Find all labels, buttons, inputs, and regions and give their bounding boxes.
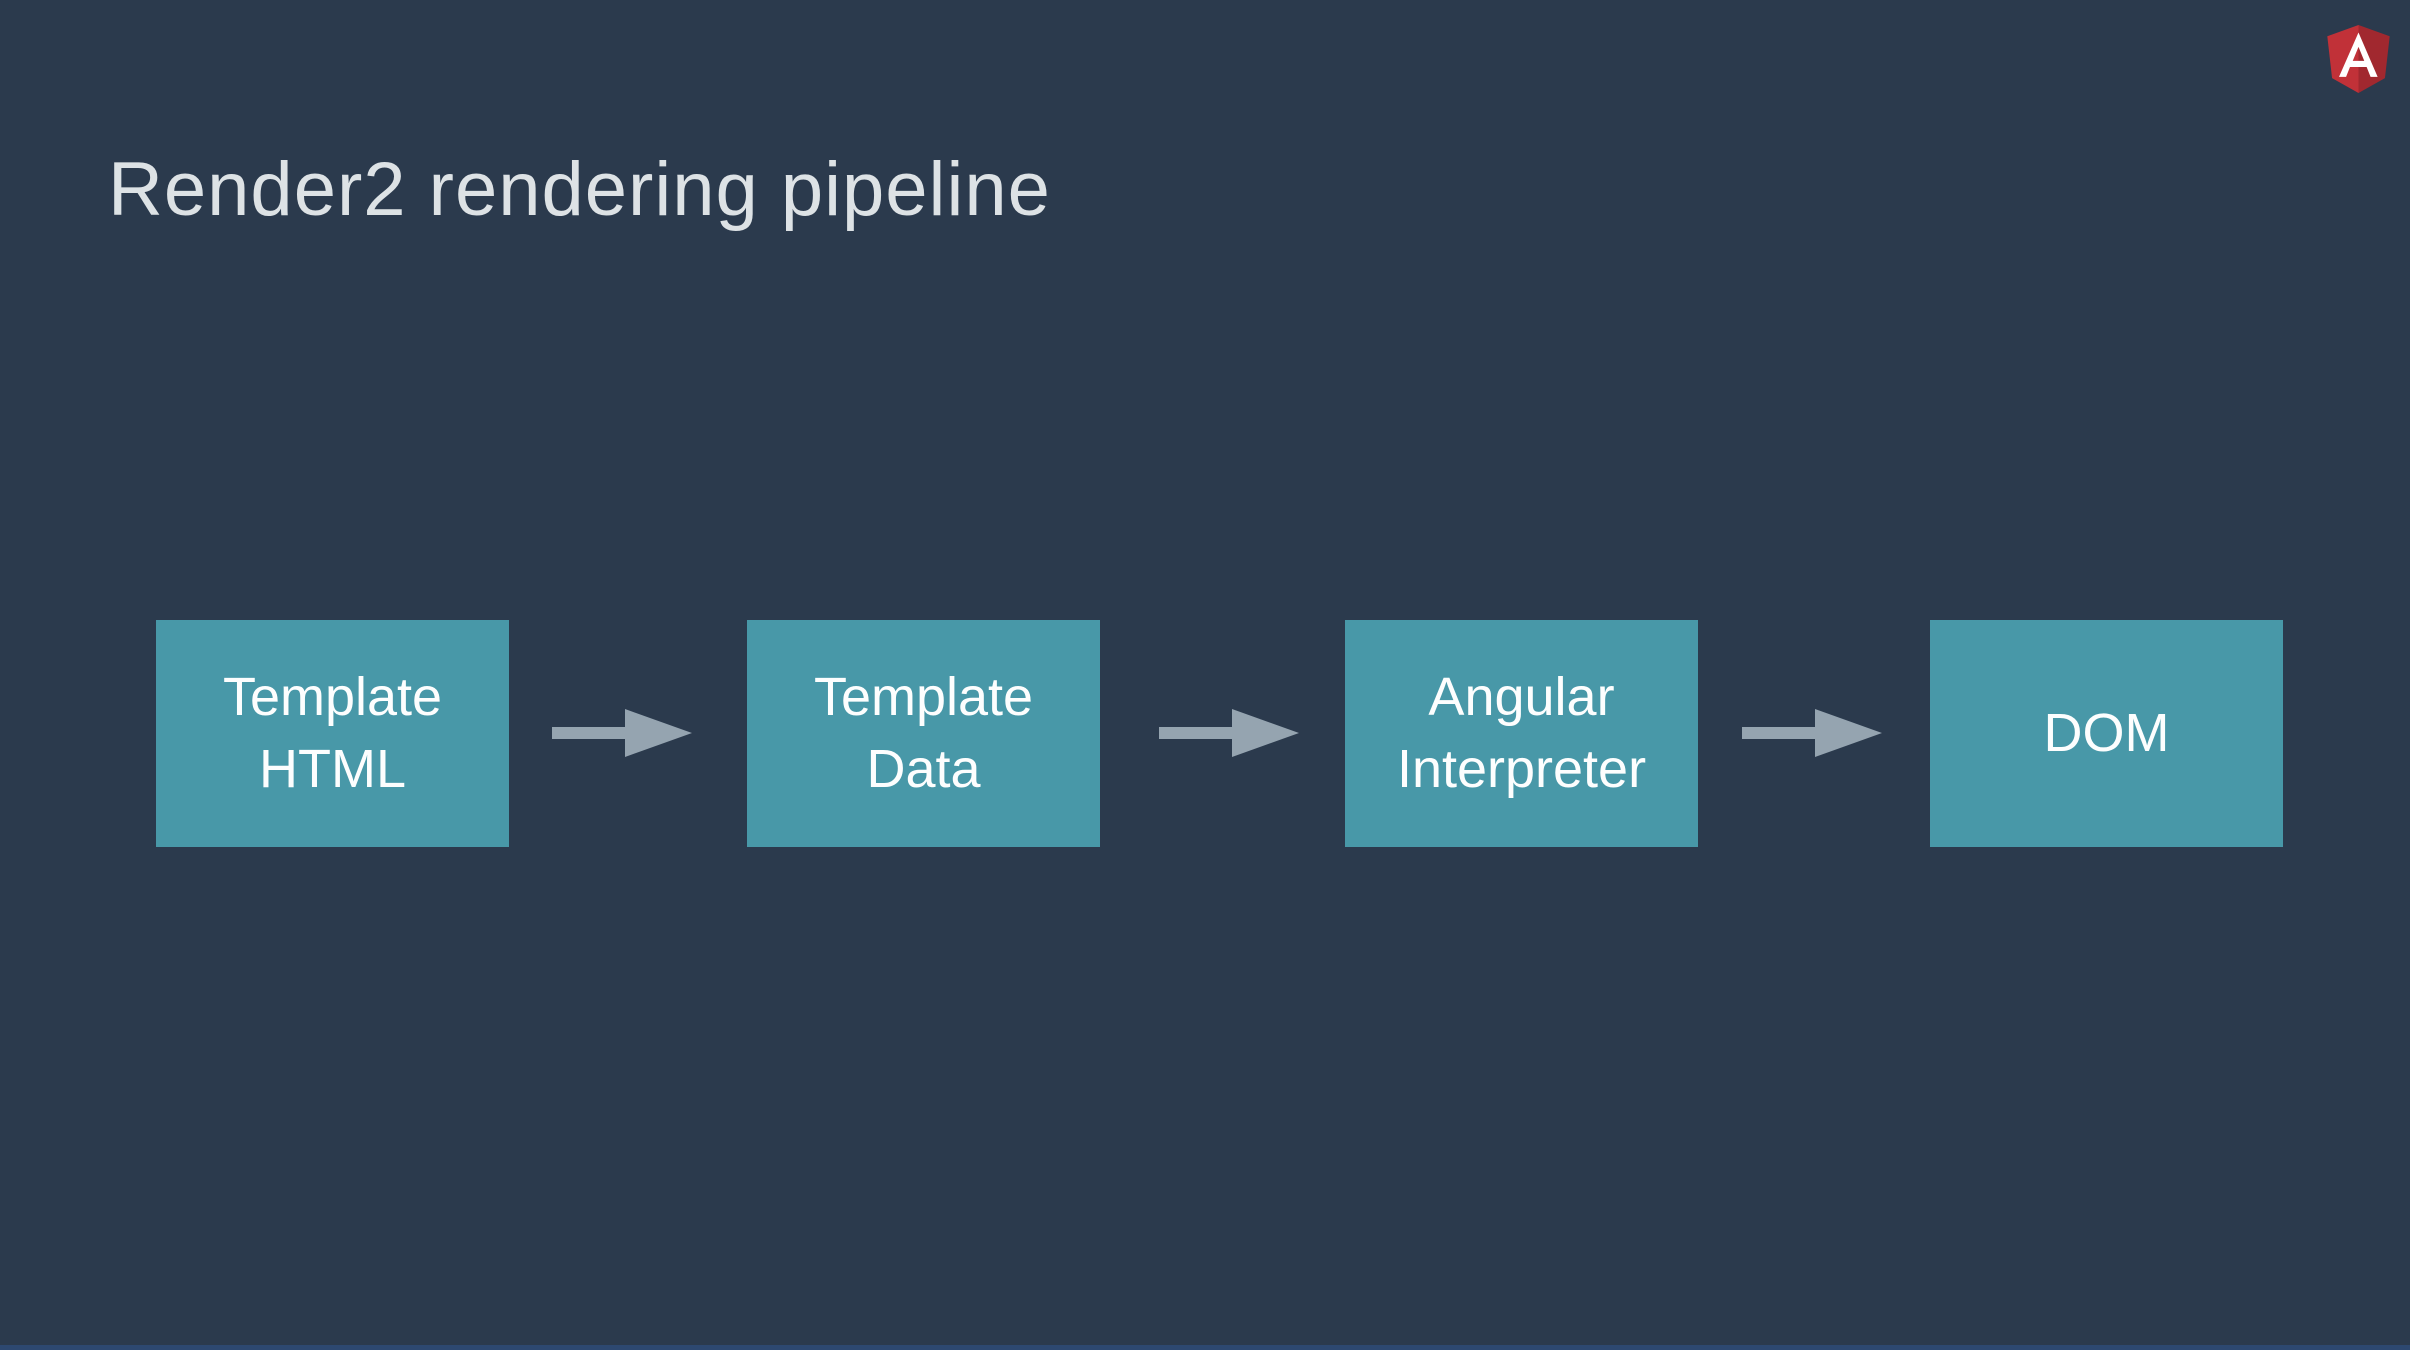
angular-logo-icon — [2327, 25, 2390, 93]
arrow-right-icon — [552, 709, 692, 757]
slide-title: Render2 rendering pipeline — [108, 147, 1051, 232]
pipeline-box-dom: DOM — [1930, 620, 2283, 847]
arrow-right-icon — [1742, 709, 1882, 757]
pipeline-box-template-html: Template HTML — [156, 620, 509, 847]
pipeline-box-label: Angular Interpreter — [1396, 667, 1647, 799]
pipeline-box-label: DOM — [2043, 702, 2170, 763]
footer-accent-bar — [0, 1345, 2410, 1350]
pipeline-box-template-data: Template Data — [747, 620, 1100, 847]
pipeline-box-angular-interpreter: Angular Interpreter — [1345, 620, 1698, 847]
pipeline-box-label: Template Data — [813, 667, 1034, 799]
arrow-right-icon — [1159, 709, 1299, 757]
pipeline-box-label: Template HTML — [222, 667, 443, 799]
